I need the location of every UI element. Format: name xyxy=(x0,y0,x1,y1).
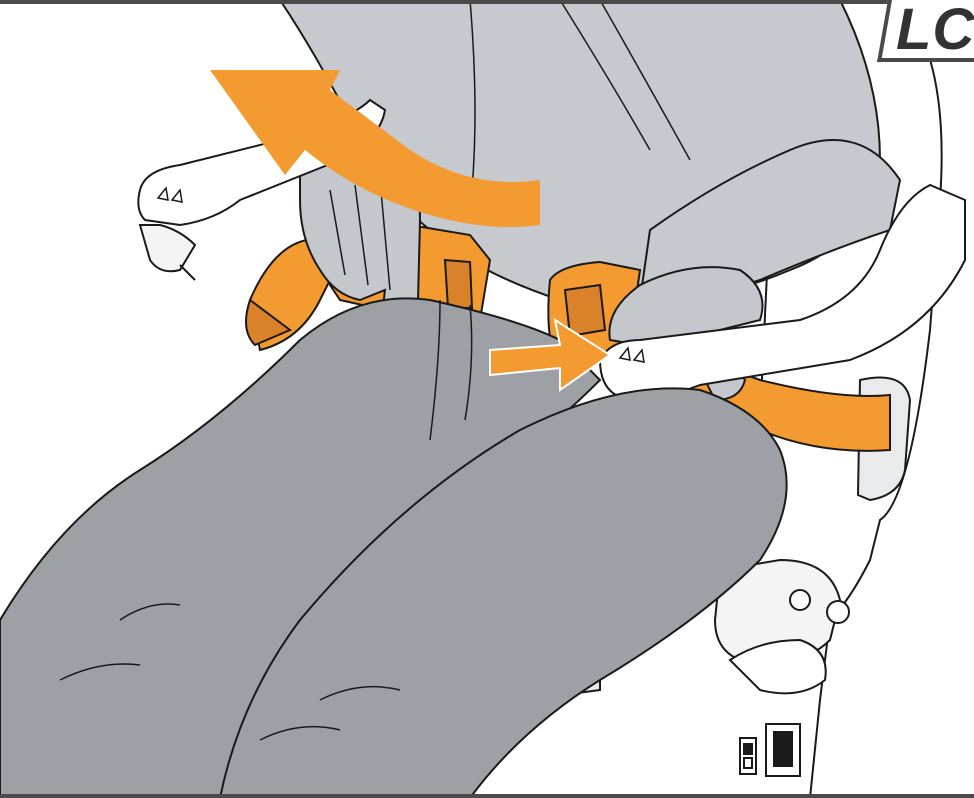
corner-label: LC xyxy=(896,0,974,62)
bottom-frame-rule xyxy=(0,794,974,798)
top-frame-rule xyxy=(0,0,896,4)
